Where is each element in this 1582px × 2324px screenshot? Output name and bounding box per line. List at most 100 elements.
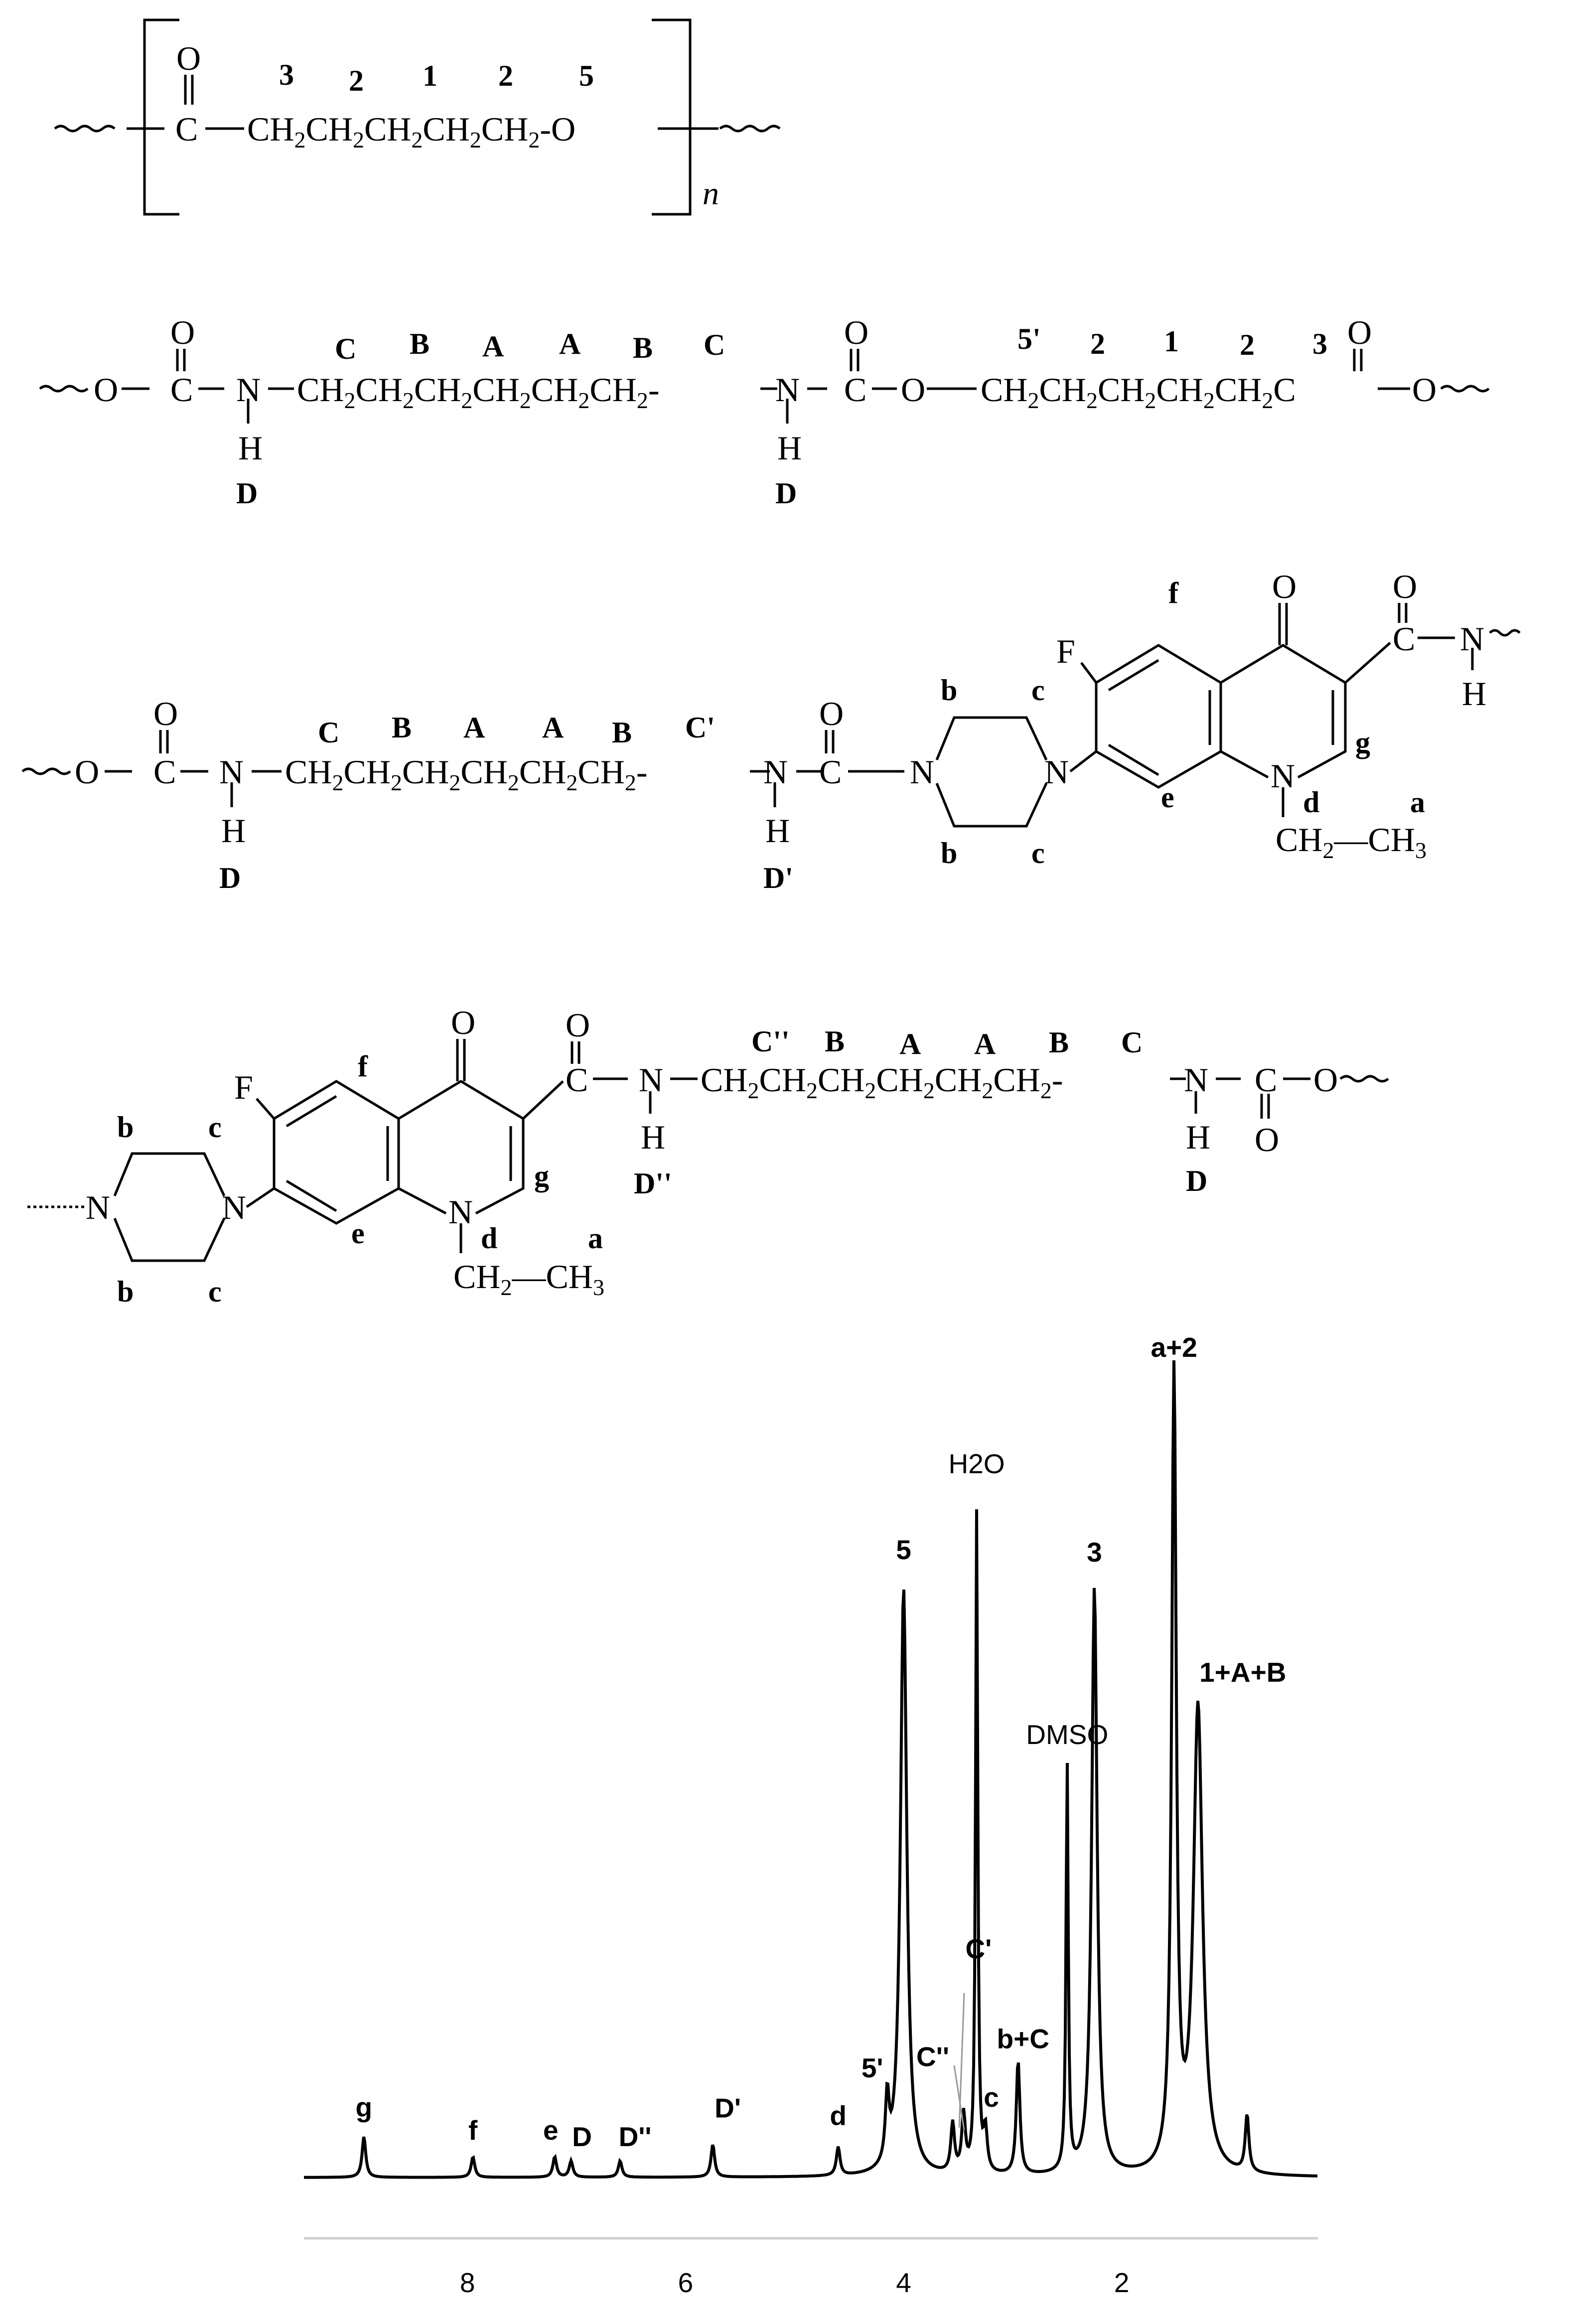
peak-label-2: e <box>543 2115 559 2146</box>
s4-label-b1: b <box>117 1111 134 1144</box>
s4-letter-0: C'' <box>751 1025 790 1058</box>
s2-letter-2: A <box>482 330 504 363</box>
s4-label-b2: b <box>117 1275 134 1308</box>
s3-n1: N <box>219 753 244 791</box>
peak-label-16: a+2 <box>1151 1332 1197 1363</box>
s2-c1: C <box>170 371 193 409</box>
s2-n2: N <box>775 371 800 409</box>
s3-label-a: a <box>1410 786 1425 819</box>
s4-n2: N <box>1184 1061 1208 1099</box>
s4-n-pip1: N <box>86 1188 110 1226</box>
s4-carbonyl: C <box>1255 1061 1277 1099</box>
s3-label-D1: D <box>219 862 241 894</box>
x-tick-label-0: 8 <box>460 2267 475 2298</box>
s2-letter-4: B <box>633 331 653 364</box>
peak-label-6: d <box>830 2100 847 2131</box>
s1-carbonyl-oxygen: O <box>176 39 201 77</box>
s3-n2: N <box>763 753 788 791</box>
s3-letter-0: C <box>318 716 339 749</box>
s2-label-D1: D <box>236 477 258 510</box>
s4-letter-4: B <box>1049 1026 1069 1059</box>
s4-label-f: f <box>358 1050 368 1083</box>
s4-h1: H <box>641 1118 665 1156</box>
s3-c1: C <box>153 753 176 791</box>
s4-letter-3: A <box>974 1027 996 1060</box>
x-tick-label-1: 6 <box>678 2267 694 2298</box>
s2-number-1: 2 <box>1090 327 1105 360</box>
s3-o-top2: O <box>819 695 844 732</box>
s2-label-D2: D <box>775 477 797 510</box>
s3-n-pip1: N <box>910 753 934 791</box>
wavy-bond-left <box>54 125 116 133</box>
s2-chain2: CH2CH2CH2CH2CH2C <box>981 371 1296 413</box>
s4-label-D2: D <box>1186 1164 1207 1197</box>
s2-n1: N <box>236 371 261 409</box>
s3-label-b1: b <box>941 674 957 707</box>
s1-carbonyl-carbon: C <box>175 110 198 148</box>
s4-label-D1: D'' <box>634 1167 672 1200</box>
s3-ethyl: CH2—CH3 <box>1276 821 1427 863</box>
x-tick-labels: 8 6 4 2 <box>460 2267 1129 2298</box>
s2-h2: H <box>777 429 802 467</box>
bracket-right <box>652 18 692 216</box>
s3-o-top1: O <box>153 695 178 732</box>
s4-keto-o: O <box>451 1004 475 1041</box>
peak-label-7: 5' <box>862 2052 883 2083</box>
s2-o-top1: O <box>170 313 195 351</box>
s2-left-o: O <box>94 371 118 409</box>
s1-chain: CH2CH2CH2CH2CH2-O <box>247 110 575 152</box>
s1-number-4: 5 <box>579 59 594 92</box>
s3-label-D2: D' <box>763 862 793 894</box>
s4-o-bottom: O <box>1255 1121 1279 1159</box>
s4-amide-c: C <box>566 1061 588 1099</box>
s3-letter-3: A <box>542 711 564 744</box>
s2-number-0: 5' <box>1017 322 1041 355</box>
s3-label-f: f <box>1168 577 1179 609</box>
s3-letter-2: A <box>463 711 485 744</box>
s2-h1: H <box>238 429 263 467</box>
s2-chain1: CH2CH2CH2CH2CH2CH2- <box>297 371 659 413</box>
s4-label-d: d <box>481 1222 497 1255</box>
label-leaders <box>953 1993 965 2131</box>
s4-label-a: a <box>588 1222 603 1255</box>
s4-label-e: e <box>351 1217 365 1250</box>
benzene-ring <box>1095 644 1222 789</box>
peak-label-13: b+C <box>997 2023 1049 2054</box>
s3-label-d: d <box>1303 786 1319 819</box>
peak-label-0: g <box>356 2092 373 2123</box>
structure-conjugate-2: N N b b c c F f e O O C N H D'' g N d a … <box>27 1004 1389 1308</box>
s2-letter-3: A <box>559 327 580 360</box>
s3-h2: H <box>765 812 790 850</box>
s3-keto-o: O <box>1272 568 1296 605</box>
s2-letter-1: B <box>410 327 430 360</box>
s4-n1: N <box>639 1061 663 1099</box>
s4-n-pip2: N <box>222 1188 246 1226</box>
s2-ester-o: O <box>901 371 925 409</box>
s3-letter-1: B <box>392 711 412 744</box>
s2-letter-5: C <box>704 328 725 361</box>
s2-o-top3: O <box>1347 313 1372 351</box>
s3-c2: C <box>819 753 842 791</box>
s4-h2: H <box>1186 1118 1210 1156</box>
peak-label-4: D'' <box>619 2121 652 2152</box>
peak-label-3: D <box>572 2121 592 2152</box>
s4-chain: CH2CH2CH2CH2CH2CH2- <box>701 1061 1063 1103</box>
peak-label-1: f <box>468 2115 478 2146</box>
x-tick-label-3: 2 <box>1114 2267 1130 2298</box>
x-tick-label-2: 4 <box>896 2267 911 2298</box>
peak-label-5: D' <box>715 2092 741 2123</box>
s4-right-o: O <box>1313 1061 1338 1099</box>
s1-number-2: 1 <box>423 59 437 92</box>
s1-number-0: 3 <box>279 58 294 91</box>
repeat-index: n <box>703 175 719 212</box>
peak-label-12: c <box>984 2082 999 2113</box>
s3-left-o: O <box>75 753 99 791</box>
structure-pcl <box>54 18 781 216</box>
s3-label-c1: c <box>1031 674 1045 707</box>
s3-label-e: e <box>1161 781 1174 814</box>
peak-label-14: DMSO <box>1026 1719 1108 1750</box>
s3-n-quinolone: N <box>1271 757 1295 795</box>
s3-fluorine: F <box>1056 632 1075 670</box>
s4-amide-o: O <box>566 1006 590 1044</box>
